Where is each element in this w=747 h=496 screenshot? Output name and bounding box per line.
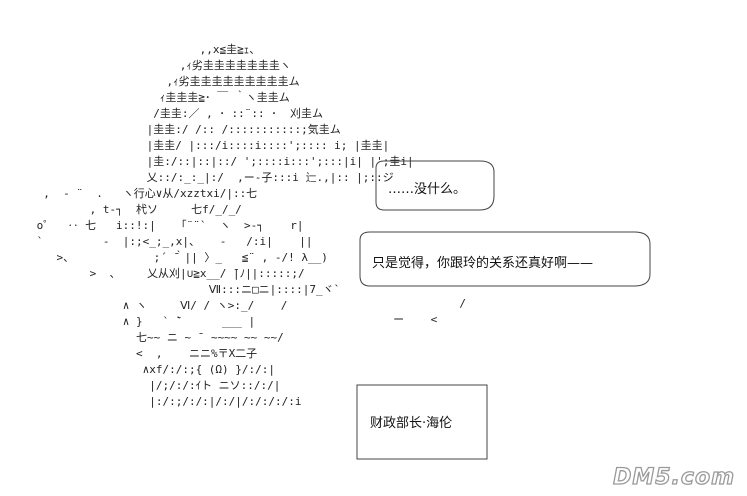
motion-strokes: / ー < [393, 297, 466, 326]
speech-bubble-1 [375, 160, 495, 211]
speech-line-1: ……没什么。 [388, 182, 467, 197]
caption-box [356, 384, 488, 460]
ascii-art-body: , ‐ ¨ . ヽ行心∨从/xzztxi/|::七 , t-┐ 杙ソ 七f/_/… [36, 187, 341, 408]
speech-bubble-2 [359, 231, 651, 287]
speech-line-2: 只是觉得，你跟玲的关系还真好啊—— [372, 256, 594, 271]
ascii-art-head: ,,x≦圭≧ｪ、 ,ｨ劣圭圭圭圭圭圭圭ヽ ,ｨ劣圭圭圭圭圭圭圭圭圭ム ｨ圭圭圭≧… [146, 43, 414, 184]
caption-label: 财政部长·海伦 [370, 416, 453, 431]
dm5-logo: DM5.com [612, 464, 735, 490]
